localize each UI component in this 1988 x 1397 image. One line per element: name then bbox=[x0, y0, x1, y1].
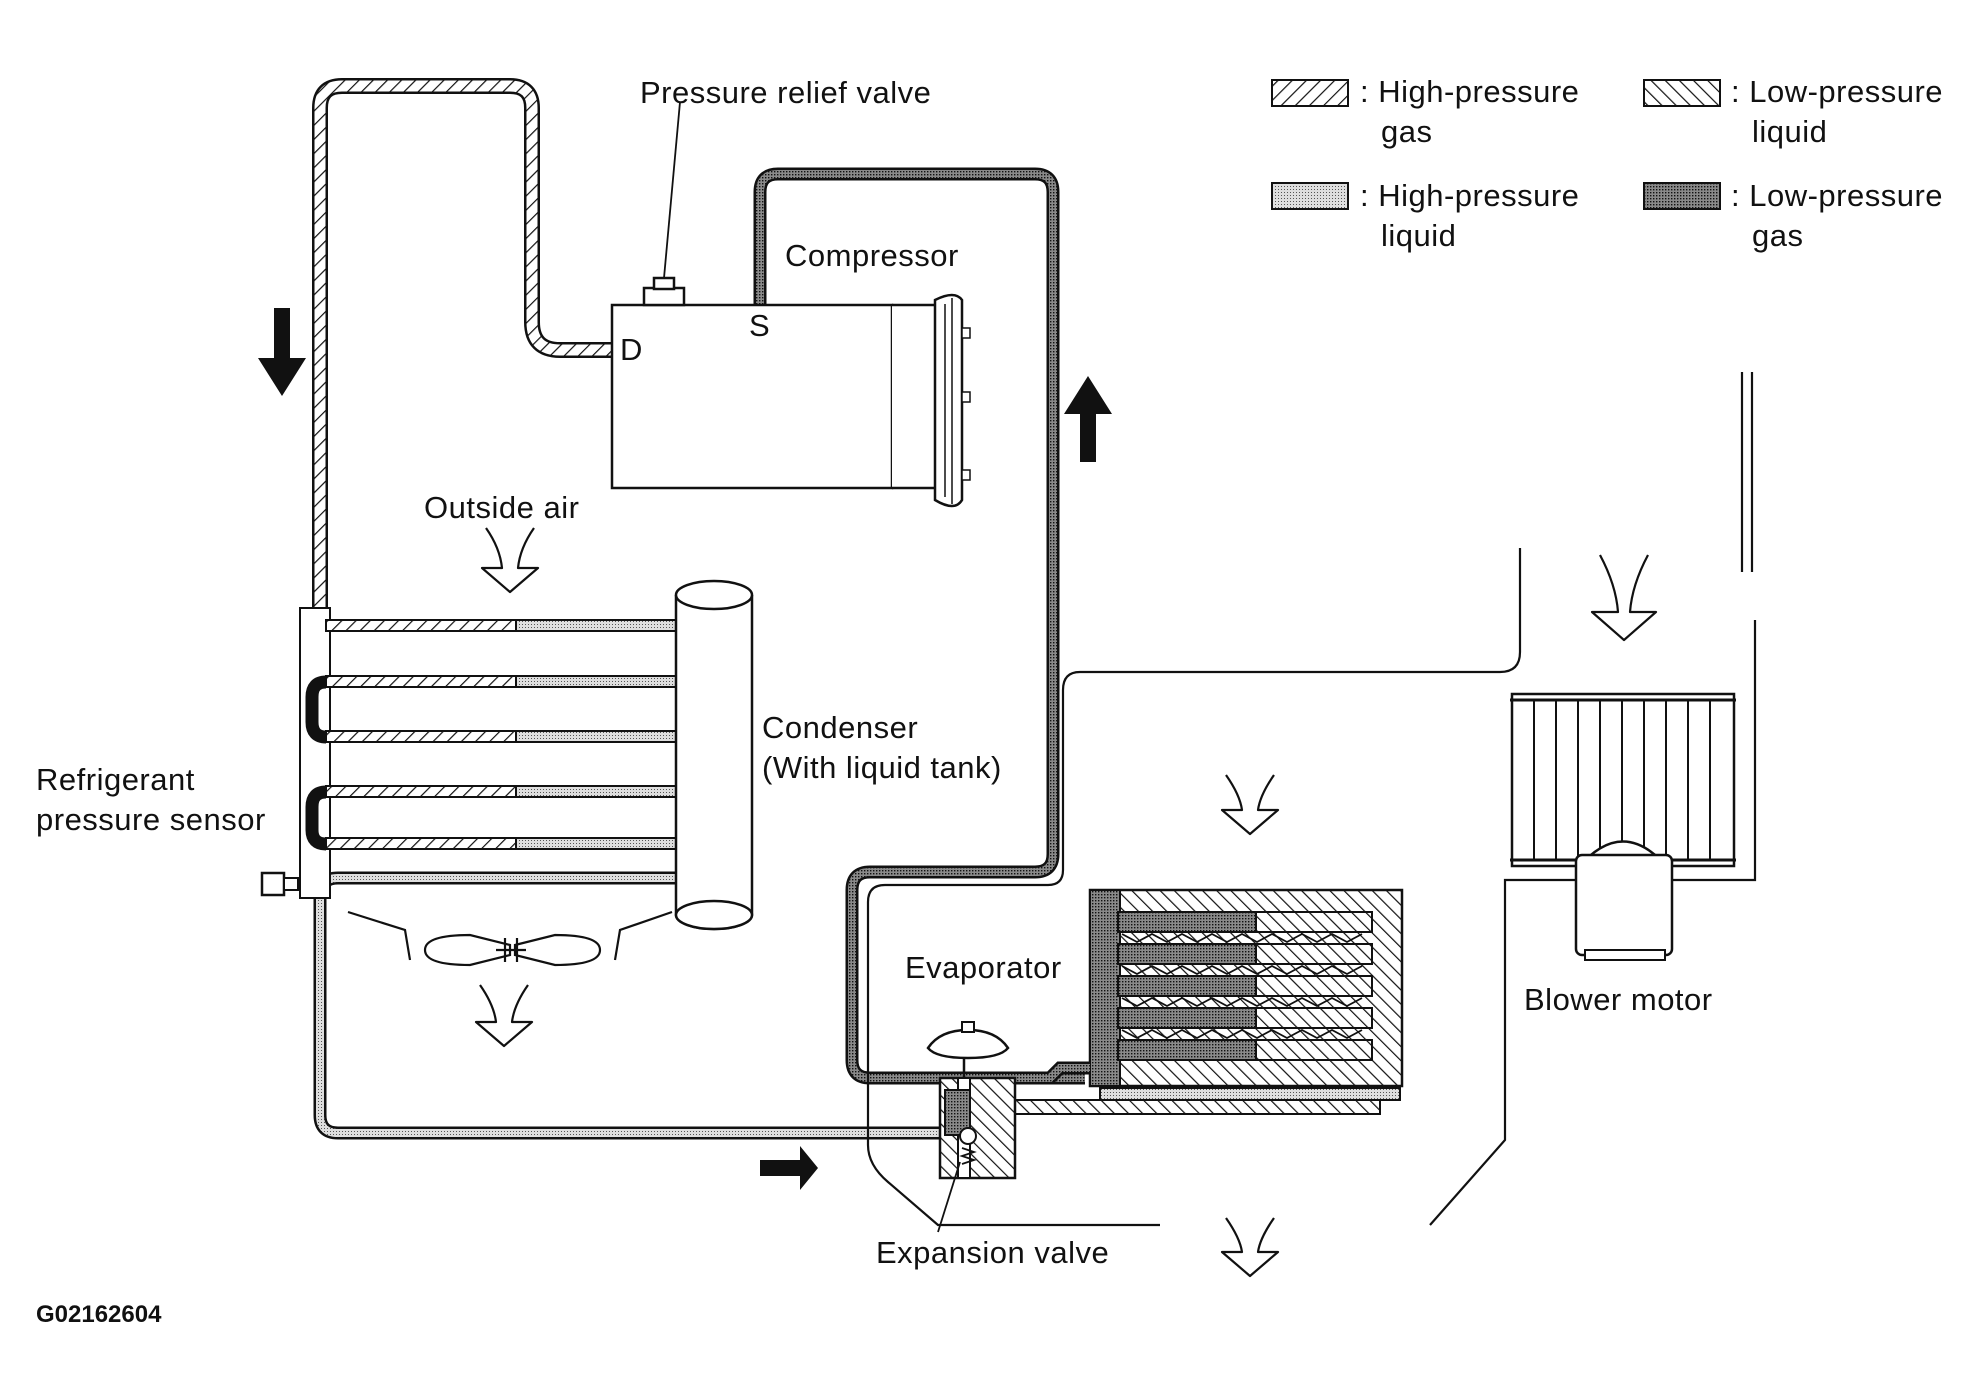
evaporator-intake-arrow bbox=[1220, 774, 1280, 836]
blower-motor bbox=[1574, 853, 1674, 957]
legend-label: : Low-pressure bbox=[1731, 178, 1943, 213]
flow-arrows bbox=[258, 308, 1112, 1190]
high-pressure-liquid-swatch bbox=[1271, 182, 1349, 210]
sensor-sublabel: pressure sensor bbox=[36, 802, 266, 837]
expansion-valve bbox=[926, 1021, 1017, 1180]
compressor-body bbox=[610, 303, 894, 490]
condenser-fan bbox=[347, 910, 673, 967]
hvac-duct bbox=[866, 372, 1757, 1227]
legend-label-cont: liquid bbox=[1752, 114, 1827, 149]
legend-item-low-pressure-liquid: : Low-pressure liquid bbox=[1643, 74, 1943, 149]
blower bbox=[1510, 692, 1736, 961]
suction-port-label: S bbox=[749, 308, 770, 343]
refrigerant-pressure-sensor bbox=[260, 871, 299, 897]
sensor-label: Refrigerant bbox=[36, 762, 195, 797]
condenser bbox=[299, 579, 754, 931]
evaporator-label: Evaporator bbox=[905, 950, 1062, 985]
legend-label: : High-pressure bbox=[1360, 74, 1579, 109]
legend: : High-pressure gas : Low-pressure liqui… bbox=[1271, 74, 1943, 253]
legend-item-low-pressure-gas: : Low-pressure gas bbox=[1643, 178, 1943, 253]
relief-valve-leader bbox=[663, 101, 681, 279]
compressor: D S bbox=[610, 276, 971, 508]
fan-exhaust-arrow bbox=[474, 984, 534, 1048]
legend-item-high-pressure-gas: : High-pressure gas bbox=[1271, 74, 1579, 149]
liquid-tank bbox=[674, 595, 754, 931]
discharge-port-label: D bbox=[620, 332, 643, 367]
condenser-label: Condenser bbox=[762, 710, 918, 745]
suction-line bbox=[753, 167, 1085, 1085]
compressor-pulley bbox=[933, 293, 964, 508]
expansion-valve-label: Expansion valve bbox=[876, 1235, 1109, 1270]
pressure-relief-valve-label: Pressure relief valve bbox=[640, 75, 931, 110]
high-pressure-gas-swatch bbox=[1271, 79, 1349, 107]
flow-arrow-right bbox=[760, 1146, 818, 1190]
blower-motor-label: Blower motor bbox=[1524, 982, 1713, 1017]
airflow-arrows bbox=[474, 527, 1658, 1278]
discharge-air-arrow bbox=[1220, 1217, 1280, 1278]
legend-label-cont: liquid bbox=[1381, 218, 1456, 253]
legend-label: : Low-pressure bbox=[1731, 74, 1943, 109]
low-pressure-liquid-swatch bbox=[1643, 79, 1721, 107]
liquid-line bbox=[313, 871, 960, 1140]
legend-label-cont: gas bbox=[1752, 218, 1803, 253]
legend-label: : High-pressure bbox=[1360, 178, 1579, 213]
pressure-relief-valve bbox=[642, 286, 686, 307]
outside-air-arrow bbox=[480, 527, 540, 594]
blower-intake-arrow bbox=[1590, 554, 1658, 642]
expansion-valve-leader bbox=[937, 1161, 961, 1233]
condenser-sublabel: (With liquid tank) bbox=[762, 750, 1002, 785]
outside-air-label: Outside air bbox=[424, 490, 579, 525]
flow-arrow-down bbox=[258, 308, 306, 396]
low-pressure-gas-swatch bbox=[1643, 182, 1721, 210]
figure-code: G02162604 bbox=[36, 1301, 162, 1328]
legend-item-high-pressure-liquid: : High-pressure liquid bbox=[1271, 178, 1579, 253]
legend-label-cont: gas bbox=[1381, 114, 1432, 149]
compressor-label: Compressor bbox=[785, 238, 959, 273]
discharge-line bbox=[312, 78, 612, 630]
flow-arrow-up bbox=[1064, 376, 1112, 462]
evaporator bbox=[1014, 888, 1404, 1115]
